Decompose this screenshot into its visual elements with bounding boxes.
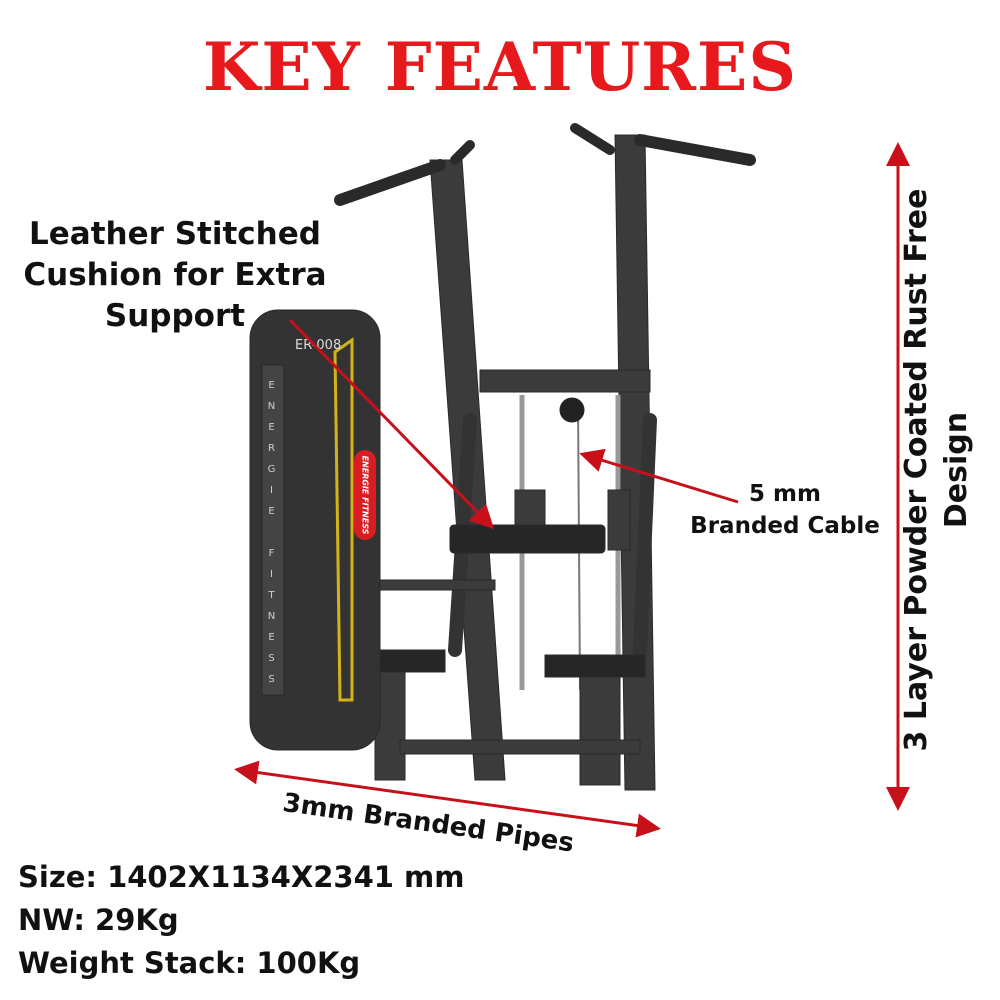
spec-weight: NW: 29Kg (18, 903, 179, 937)
machine-frame (249, 123, 756, 791)
cable-line-1: 5 mm (749, 481, 821, 507)
page-title: KEY FEATURES (202, 28, 797, 106)
coating-label: 3 Layer Powder Coated Rust Free Design (897, 150, 977, 790)
machine-badge-text: ENERGIE FITNESS (360, 455, 370, 535)
cable-line-2: Branded Cable (690, 513, 880, 539)
coating-line-1: 3 Layer Powder Coated Rust Free (899, 188, 934, 752)
coating-line-2: Design (939, 411, 974, 529)
cushion-line-3: Support (104, 298, 246, 334)
machine-side-text: ENERGIE FITNESS (266, 380, 277, 695)
cable-arrow (579, 448, 739, 504)
cushion-line-1: Leather Stitched (29, 216, 321, 252)
cable-label: 5 mm Branded Cable (675, 478, 895, 542)
specs-list: Size: 1402X1134X2341 mm NW: 29Kg Weight … (18, 856, 464, 985)
spec-size: Size: 1402X1134X2341 mm (18, 860, 465, 894)
model-text: ER-008 (295, 338, 341, 353)
cushion-arrow (288, 318, 495, 530)
cushion-label: Leather Stitched Cushion for Extra Suppo… (10, 214, 340, 337)
spec-stack: Weight Stack: 100Kg (18, 946, 361, 980)
cushion-line-2: Cushion for Extra (23, 257, 327, 293)
pipes-arrow (234, 760, 661, 838)
